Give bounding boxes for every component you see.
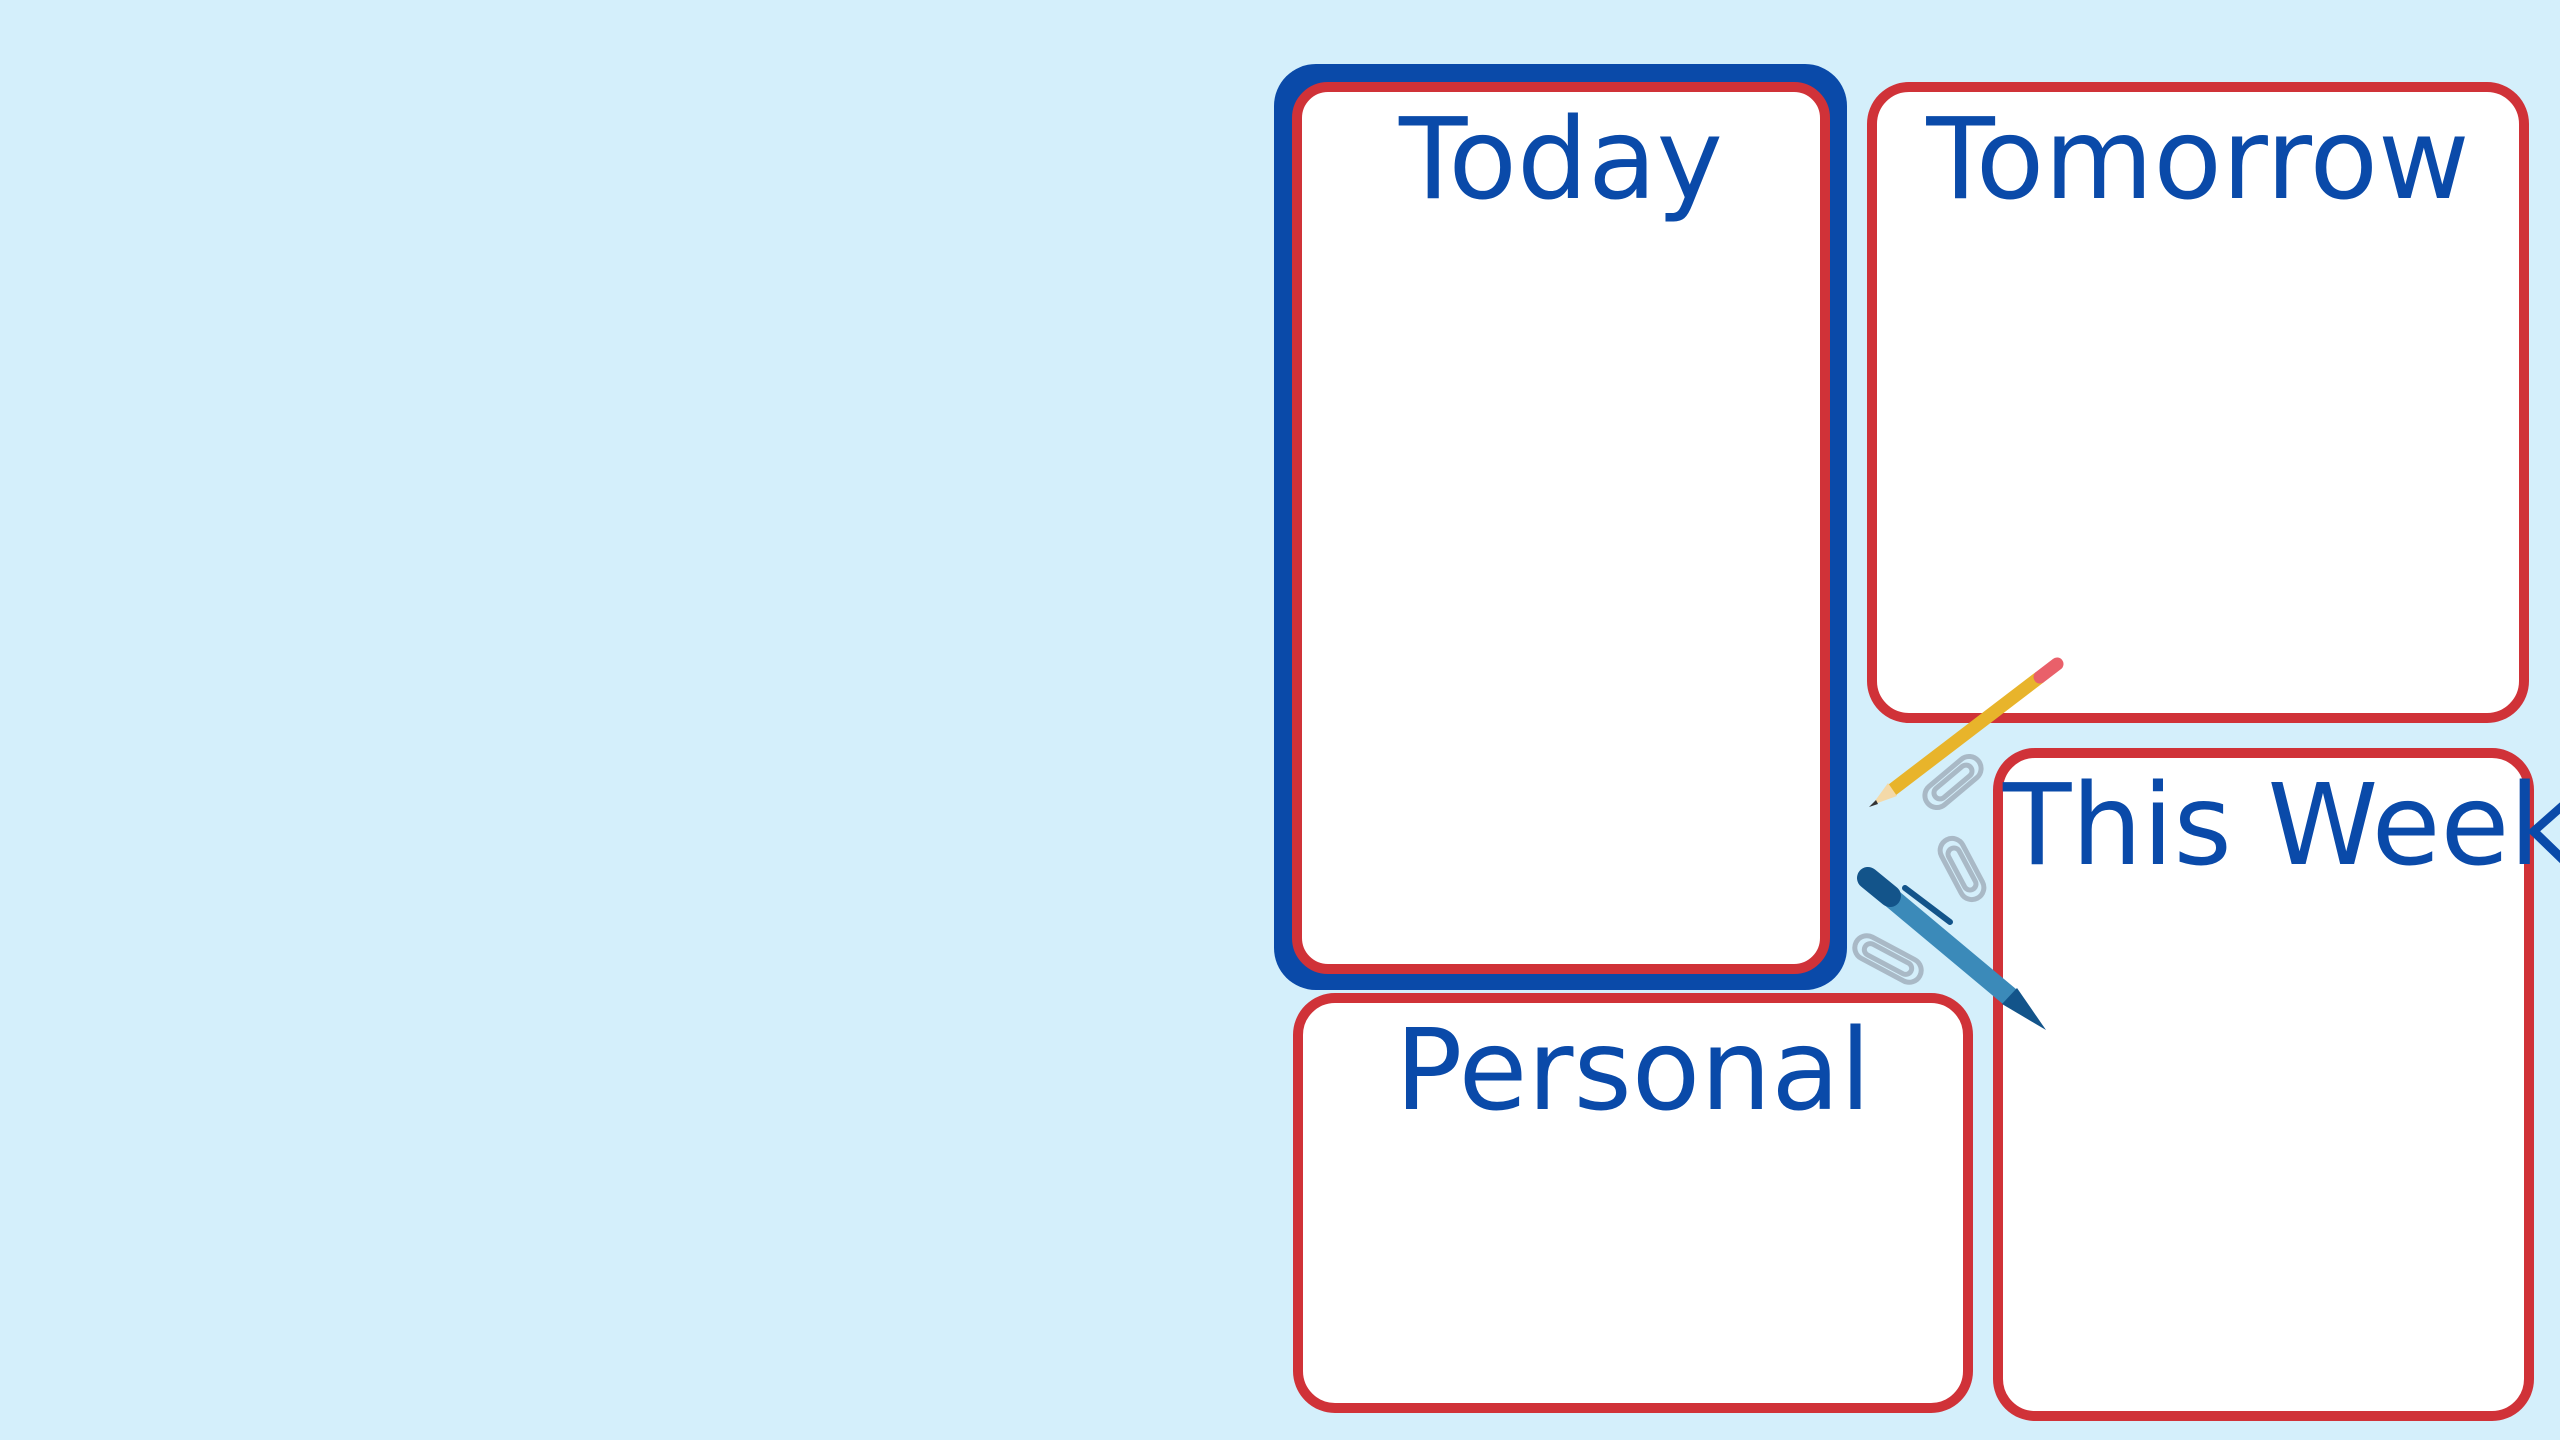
paperclip-icon [1922,754,1984,810]
this-week-panel-title: This Week [2003,761,2560,891]
paperclip-icon [1937,835,1987,903]
this-week-panel[interactable]: This Week [1993,748,2560,1421]
personal-panel-title: Personal [1394,1006,1872,1136]
paperclip-icon [1852,933,1924,985]
personal-panel[interactable]: Personal [1293,993,1973,1413]
tomorrow-panel-title: Tomorrow [1926,95,2470,225]
today-panel-title: Today [1399,95,1723,225]
today-panel[interactable]: Today [1292,82,1830,974]
tomorrow-panel[interactable]: Tomorrow [1867,82,2529,723]
